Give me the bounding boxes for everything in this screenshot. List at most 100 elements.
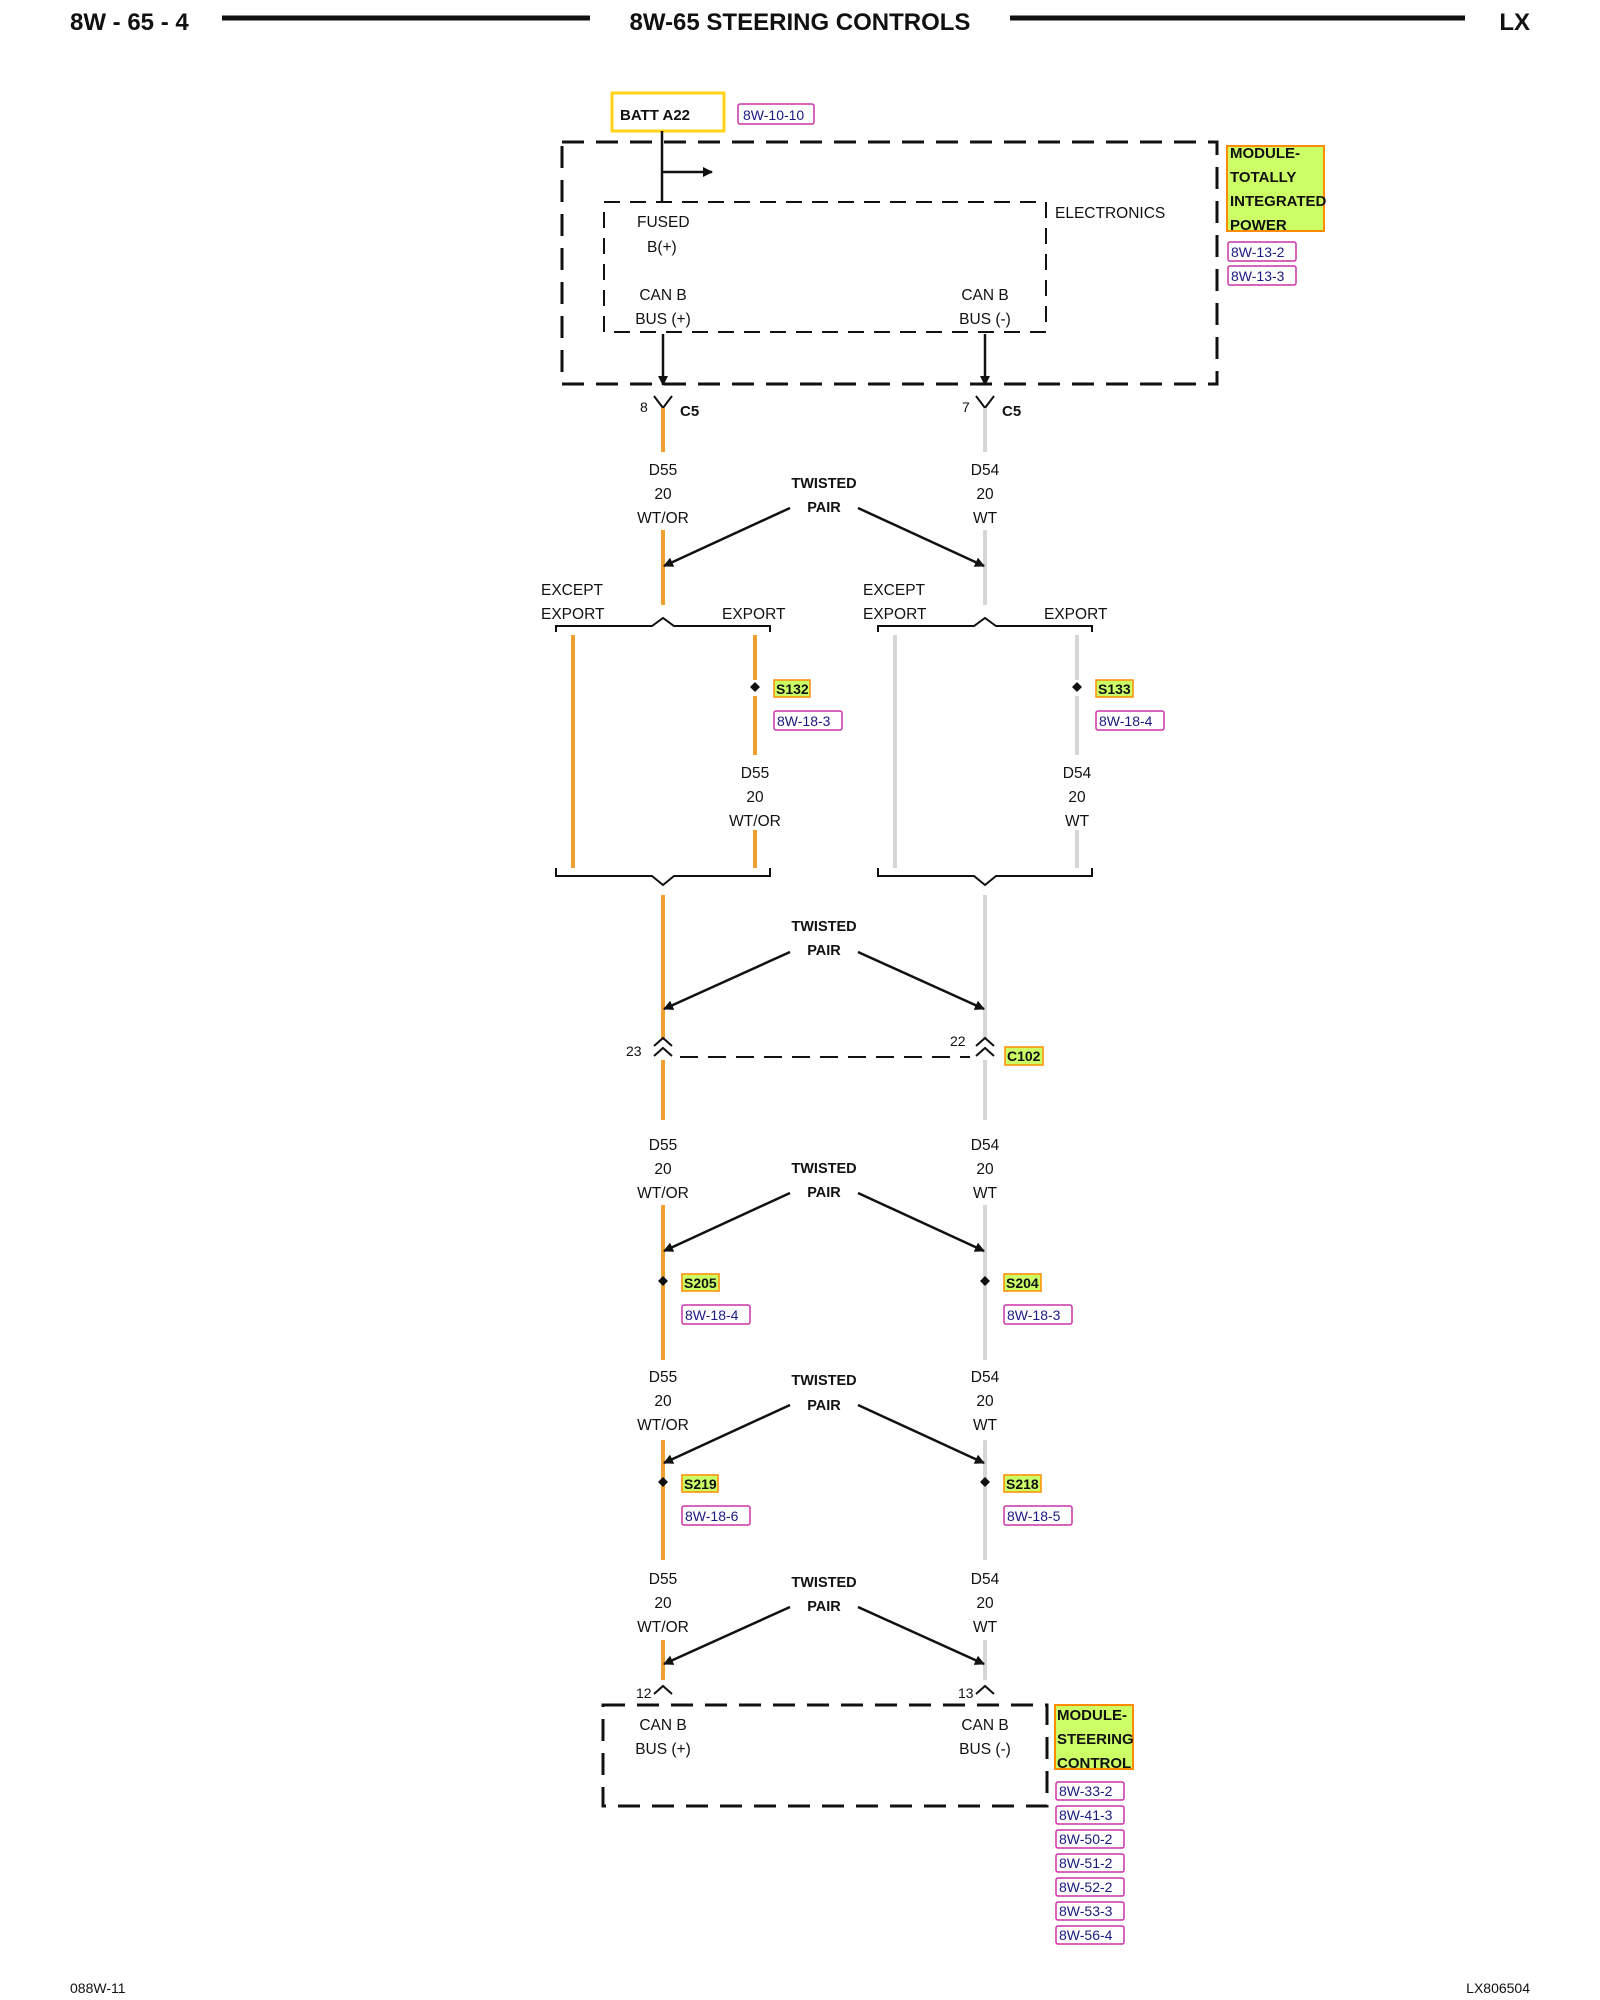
- s205-label: S205: [684, 1275, 717, 1291]
- svg-text:WT: WT: [973, 1417, 998, 1434]
- page-title: 8W-65 STEERING CONTROLS: [630, 9, 971, 36]
- batt-ref-link[interactable]: 8W-10-10: [743, 107, 804, 123]
- svg-text:WT: WT: [973, 1185, 998, 1202]
- svg-text:D55: D55: [649, 1369, 677, 1386]
- wire-label-d55-5: D55 20 WT/OR: [637, 1571, 689, 1636]
- s204-ref[interactable]: 8W-18-3: [1007, 1307, 1061, 1323]
- branch-left: EXCEPT EXPORT EXPORT: [541, 582, 786, 887]
- scm-ref-6[interactable]: 8W-53-3: [1059, 1903, 1113, 1919]
- s219-label: S219: [684, 1476, 717, 1492]
- s133-ref[interactable]: 8W-18-4: [1099, 713, 1153, 729]
- c5-label-left: C5: [680, 403, 699, 420]
- scm-module: 12 13 CAN B BUS (+) CAN B BUS (-) MODULE…: [601, 1684, 1138, 1945]
- s133-label: S133: [1098, 681, 1131, 697]
- connector-c102: 23 22 C102: [626, 1033, 1044, 1066]
- svg-text:WT: WT: [973, 1619, 998, 1636]
- tipm-name: MODULE- TOTALLY INTEGRATED POWER: [1230, 145, 1331, 234]
- svg-text:20: 20: [976, 1161, 994, 1178]
- svg-text:WT/OR: WT/OR: [637, 1619, 689, 1636]
- c102-pin-22: 22: [950, 1033, 966, 1049]
- wire-label-d55-4: D55 20 WT/OR: [637, 1369, 689, 1434]
- wire-label-d55-1: D55 20 WT/OR: [637, 462, 689, 527]
- svg-text:D55: D55: [649, 1571, 677, 1588]
- svg-text:20: 20: [654, 1595, 672, 1612]
- scm-ref-4[interactable]: 8W-51-2: [1059, 1855, 1113, 1871]
- fused-label: FUSED: [637, 214, 690, 231]
- scm-ref-3[interactable]: 8W-50-2: [1059, 1831, 1113, 1847]
- tipm-outline: [560, 140, 1219, 386]
- svg-text:WT/OR: WT/OR: [637, 1185, 689, 1202]
- svg-text:BUS (-): BUS (-): [959, 1741, 1011, 1758]
- svg-text:PAIR: PAIR: [807, 1185, 841, 1201]
- svg-text:20: 20: [976, 486, 994, 503]
- s218-ref[interactable]: 8W-18-5: [1007, 1508, 1061, 1524]
- svg-text:D55: D55: [649, 462, 677, 479]
- wire-label-d54-1: D54 20 WT: [971, 462, 1000, 527]
- bus-minus-label: BUS (-): [959, 311, 1011, 328]
- svg-text:D54: D54: [971, 1137, 1000, 1154]
- scm-ref-1[interactable]: 8W-33-2: [1059, 1783, 1113, 1799]
- splice-s132: S132 8W-18-3 D55 20 WT/OR: [729, 679, 843, 830]
- svg-text:WT/OR: WT/OR: [729, 813, 781, 830]
- splice-s219: S219 8W-18-6: [658, 1474, 751, 1526]
- svg-text:D54: D54: [1063, 765, 1092, 782]
- svg-text:CAN B: CAN B: [961, 1717, 1008, 1734]
- wire-label-d54-3: D54 20 WT: [971, 1137, 1000, 1202]
- svg-text:TWISTED: TWISTED: [791, 1373, 856, 1389]
- tipm-module: BATT A22 8W-10-10 ELECTRONICS FUSED B(+)…: [560, 91, 1331, 386]
- scm-ref-list: 8W-33-2 8W-41-3 8W-50-2 8W-51-2 8W-52-2 …: [1055, 1781, 1125, 1945]
- svg-text:D54: D54: [971, 1369, 1000, 1386]
- connector-c5: 8 C5 7 C5: [640, 395, 1021, 420]
- tipm-name-box: [1226, 145, 1325, 232]
- scm-ref-7[interactable]: 8W-56-4: [1059, 1927, 1113, 1943]
- scm-name: MODULE- STEERING CONTROL: [1057, 1707, 1138, 1772]
- svg-text:WT/OR: WT/OR: [637, 510, 689, 527]
- s205-ref[interactable]: 8W-18-4: [685, 1307, 739, 1323]
- bplus-label: B(+): [647, 239, 677, 256]
- svg-text:EXCEPT: EXCEPT: [541, 582, 604, 599]
- c102-label: C102: [1007, 1048, 1041, 1064]
- page-header: 8W - 65 - 4 8W-65 STEERING CONTROLS LX: [70, 9, 1530, 36]
- electronics-outline: [603, 201, 1047, 333]
- svg-text:WT: WT: [1065, 813, 1090, 830]
- scm-ref-2[interactable]: 8W-41-3: [1059, 1807, 1113, 1823]
- twisted-pair-5: TWISTED PAIR: [663, 1575, 985, 1666]
- svg-text:TWISTED: TWISTED: [791, 919, 856, 935]
- scm-pin-12: 12: [636, 1685, 652, 1701]
- svg-text:EXCEPT: EXCEPT: [863, 582, 926, 599]
- canb-minus-label: CAN B: [961, 287, 1008, 304]
- branch-right: EXCEPT EXPORT EXPORT: [863, 582, 1108, 887]
- svg-text:D54: D54: [971, 1571, 1000, 1588]
- batt-ref-box: [737, 103, 815, 125]
- svg-text:TWISTED: TWISTED: [791, 476, 856, 492]
- scm-name-box: [1054, 1704, 1134, 1770]
- c102-pin-23: 23: [626, 1043, 642, 1059]
- svg-text:PAIR: PAIR: [807, 943, 841, 959]
- twisted-pair-3: TWISTED PAIR: [663, 1161, 985, 1253]
- tipm-ref-2[interactable]: 8W-13-3: [1231, 268, 1285, 284]
- s132-label: S132: [776, 681, 809, 697]
- bus-plus-label: BUS (+): [635, 311, 691, 328]
- scm-pin-13: 13: [958, 1685, 974, 1701]
- twisted-pair-1: TWISTED PAIR: [663, 476, 985, 568]
- s219-ref[interactable]: 8W-18-6: [685, 1508, 739, 1524]
- svg-text:20: 20: [1068, 789, 1086, 806]
- svg-text:BUS (+): BUS (+): [635, 1741, 691, 1758]
- footer-right: LX806504: [1466, 1980, 1530, 1996]
- batt-box: [610, 91, 726, 133]
- page-number: 8W - 65 - 4: [70, 9, 189, 36]
- wire-label-d54-4: D54 20 WT: [971, 1369, 1000, 1434]
- svg-text:TWISTED: TWISTED: [791, 1161, 856, 1177]
- s132-ref[interactable]: 8W-18-3: [777, 713, 831, 729]
- svg-text:PAIR: PAIR: [807, 500, 841, 516]
- splice-s204: S204 8W-18-3: [980, 1273, 1073, 1325]
- wire-label-d55-3: D55 20 WT/OR: [637, 1137, 689, 1202]
- c5-pin-7: 7: [962, 399, 970, 415]
- svg-text:D55: D55: [649, 1137, 677, 1154]
- tipm-ref-1[interactable]: 8W-13-2: [1231, 244, 1285, 260]
- svg-text:EXPORT: EXPORT: [541, 606, 605, 623]
- scm-ref-5[interactable]: 8W-52-2: [1059, 1879, 1113, 1895]
- svg-text:20: 20: [976, 1393, 994, 1410]
- svg-text:PAIR: PAIR: [807, 1398, 841, 1414]
